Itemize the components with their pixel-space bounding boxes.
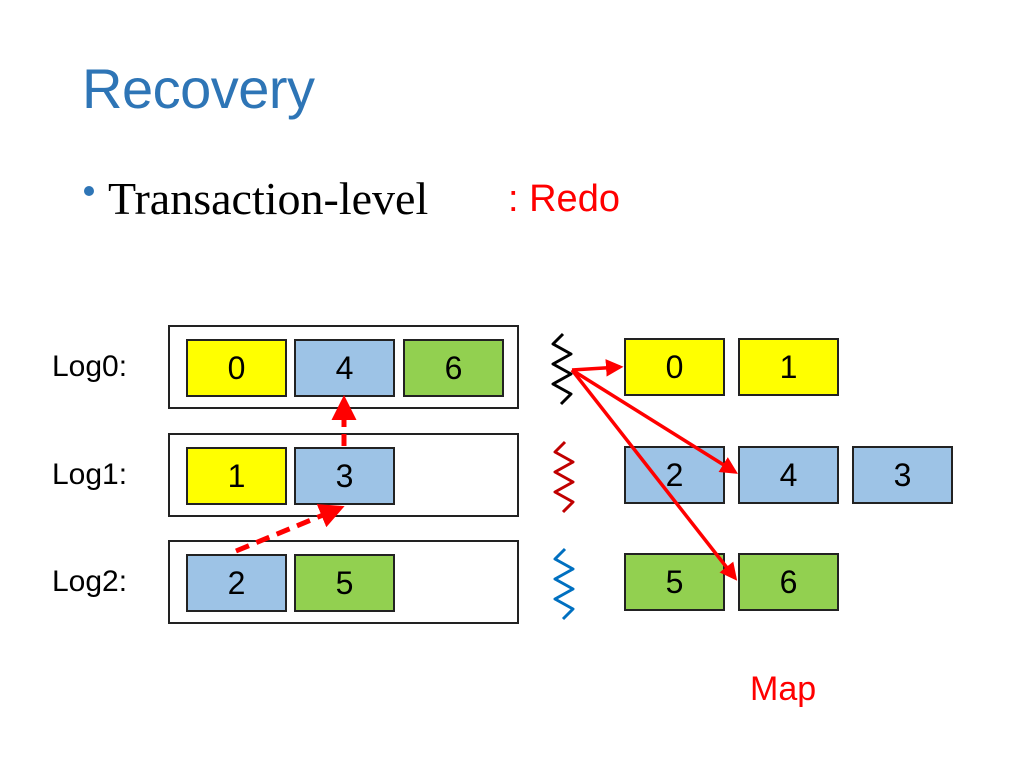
map-cell: 0 (624, 338, 725, 396)
map-cell: 5 (624, 553, 725, 611)
bullet-dot-icon (84, 186, 94, 196)
log0-entry: 6 (403, 339, 504, 397)
slide-title: Recovery (82, 57, 315, 120)
log0-entry: 0 (186, 339, 287, 397)
map-cell: 3 (852, 446, 953, 504)
log0-container: 0 4 6 (168, 325, 519, 409)
map-label: Map (750, 670, 817, 708)
dependency-arrow-2-to-3 (235, 504, 345, 554)
thread1-squiggle-icon (553, 440, 575, 514)
redo-arrow-to-6 (570, 368, 738, 581)
redo-arrow-to-0 (571, 359, 624, 377)
bullet-suffix: : Redo (508, 178, 620, 220)
bullet-text: Transaction-level (108, 173, 429, 224)
log2-entry: 5 (294, 554, 395, 612)
map-cell: 4 (738, 446, 839, 504)
log0-entry: 4 (294, 339, 395, 397)
log2-label: Log2: (52, 565, 128, 598)
log0-label: Log0: (52, 350, 128, 383)
log2-entry: 2 (186, 554, 287, 612)
redo-arrow-to-4 (571, 368, 738, 474)
log1-entry: 3 (294, 447, 395, 505)
map-cell: 6 (738, 553, 839, 611)
map-cell: 1 (738, 338, 839, 396)
log1-label: Log1: (52, 458, 128, 491)
thread0-squiggle-icon (551, 332, 573, 406)
log2-container: 2 5 (168, 540, 519, 624)
log1-entry: 1 (186, 447, 287, 505)
thread2-squiggle-icon (553, 547, 575, 621)
